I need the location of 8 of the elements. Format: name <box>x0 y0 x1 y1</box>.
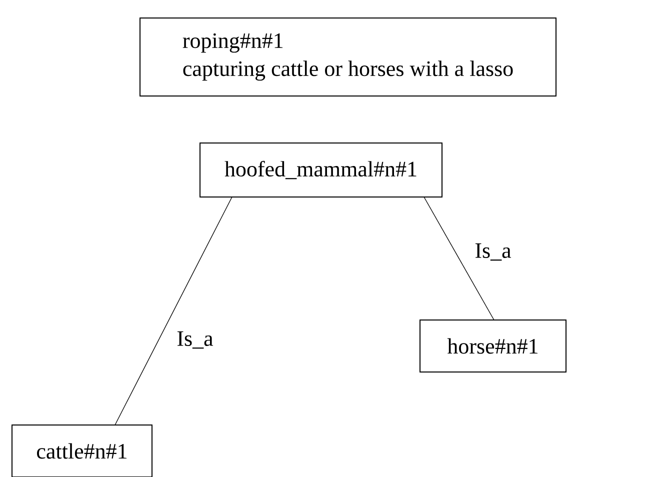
definition-box: roping#n#1 capturing cattle or horses with a lasso <box>140 18 556 96</box>
concept-box: horse#n#1 <box>420 320 566 372</box>
concept-box: hoofed_mammal#n#1 <box>200 142 442 198</box>
edge-label: Is_a <box>174 328 216 352</box>
connector-line <box>114 196 232 426</box>
connector-line <box>424 196 494 320</box>
edge-label: Is_a <box>472 240 514 264</box>
concept-box: cattle#n#1 <box>12 424 152 477</box>
